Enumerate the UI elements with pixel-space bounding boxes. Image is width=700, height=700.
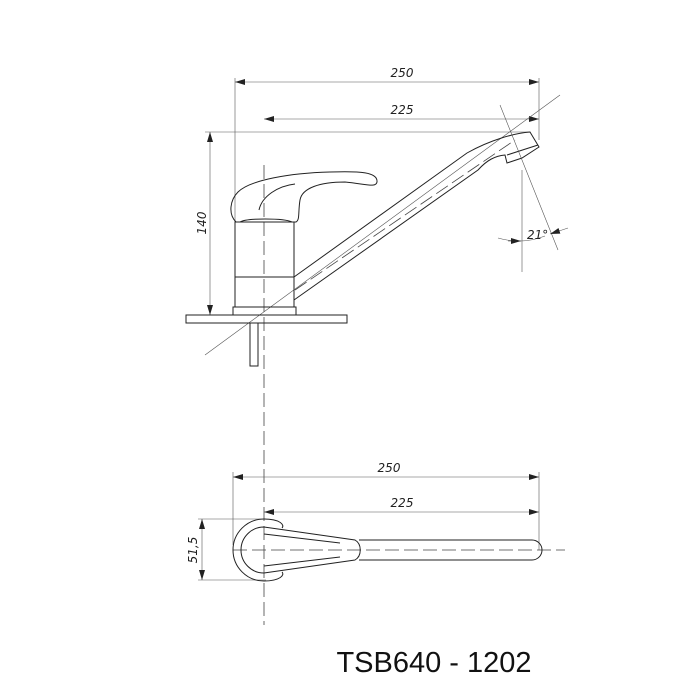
- base-plate: [185, 314, 348, 324]
- dimension-label-140: 140: [195, 211, 209, 234]
- base-circle: [232, 518, 284, 582]
- angle-arc: [497, 235, 546, 242]
- aerator-line: [506, 144, 539, 156]
- angle-ray-line: [499, 104, 559, 251]
- lever-detail: [258, 183, 296, 211]
- model-title: TSB640 - 1202: [336, 647, 531, 679]
- spout-axis-line: [204, 94, 561, 356]
- spout-centerline: [294, 139, 516, 291]
- dimension-label-225: 225: [391, 103, 414, 117]
- mixer-body: [234, 221, 295, 308]
- side-elevation: 250 225 140 21°: [185, 66, 569, 625]
- angle-label: 21°: [527, 228, 548, 242]
- angle-arrow: [549, 227, 569, 235]
- spout-plan: [359, 539, 543, 561]
- handle-detail: [263, 533, 341, 567]
- handle-teardrop: [240, 526, 361, 574]
- spout: [293, 131, 540, 301]
- mounting-stem: [249, 322, 259, 367]
- flange: [232, 306, 297, 316]
- lever-handle: [230, 171, 378, 223]
- lever-base: [239, 218, 293, 223]
- dimension-label-225: 225: [391, 496, 414, 510]
- base-circle-arc: [263, 518, 284, 529]
- dimension-label-250: 250: [378, 461, 401, 475]
- dimension-label-51-5: 51,5: [186, 537, 200, 564]
- dimension-label-250: 250: [391, 66, 414, 80]
- plan-view: 250 225 51,5: [186, 461, 565, 582]
